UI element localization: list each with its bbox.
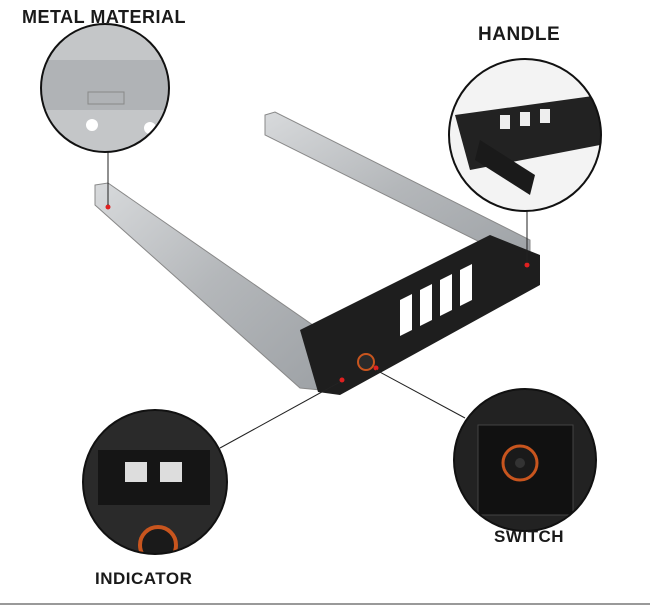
label-switch: SWITCH — [494, 527, 565, 546]
indicator-detail — [82, 409, 228, 555]
switch-button — [357, 353, 375, 371]
metal-material-detail — [40, 23, 170, 153]
label-metal-material: METAL MATERIAL — [22, 7, 186, 27]
callout-lines — [107, 152, 528, 449]
handle-slots — [400, 264, 472, 336]
left-rail — [94, 182, 321, 391]
label-indicator: INDICATOR — [95, 569, 193, 588]
switch-detail — [453, 388, 597, 532]
label-handle: HANDLE — [478, 24, 561, 45]
drive-tray — [94, 111, 540, 395]
handle-detail — [448, 58, 602, 212]
